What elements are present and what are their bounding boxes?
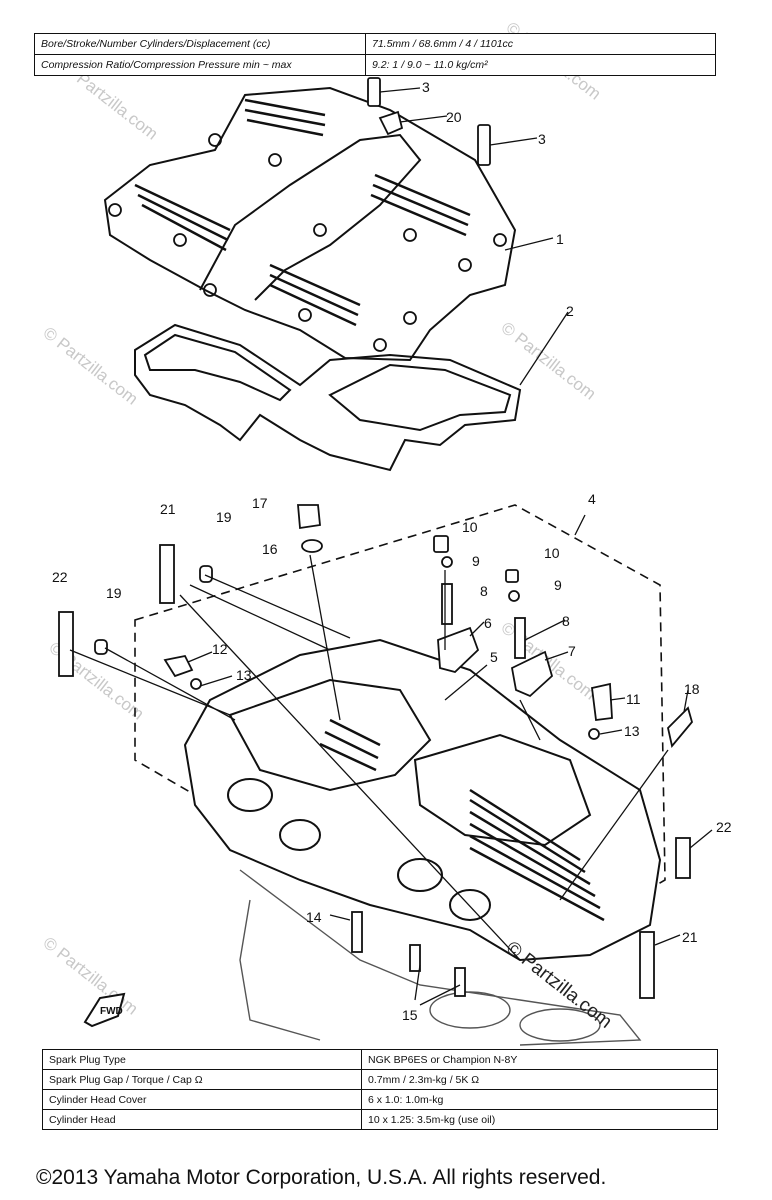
small-parts	[58, 77, 693, 999]
spec-label: Spark Plug Type	[42, 1049, 362, 1070]
callout-2: 2	[566, 303, 574, 319]
callout-19: 19	[106, 585, 122, 601]
callout-3: 3	[422, 79, 430, 95]
callout-14: 14	[306, 909, 322, 925]
callout-13: 13	[624, 723, 640, 739]
callout-7: 7	[568, 643, 576, 659]
callout-6: 6	[484, 615, 492, 631]
spec-label: Bore/Stroke/Number Cylinders/Displacemen…	[34, 33, 366, 55]
callout-11: 11	[626, 691, 641, 707]
fwd-label: FWD	[100, 1006, 123, 1017]
watermark: © Partzilla.com	[498, 318, 600, 404]
callout-1: 1	[556, 231, 564, 247]
callout-10: 10	[544, 545, 560, 561]
spec-label: Cylinder Head Cover	[42, 1089, 362, 1110]
callout-9: 9	[554, 577, 562, 593]
callout-16: 16	[262, 541, 278, 557]
callout-9: 9	[472, 553, 480, 569]
forward-arrow-icon: FWD	[83, 992, 126, 1028]
spec-value: 10 x 1.25: 3.5m-kg (use oil)	[361, 1109, 718, 1130]
watermark: © Partzilla.com	[40, 323, 142, 409]
engine-spec-table: Bore/Stroke/Number Cylinders/Displacemen…	[34, 33, 716, 76]
callout-22: 22	[716, 819, 732, 835]
callout-21: 21	[682, 929, 698, 945]
callout-20: 20	[446, 109, 462, 125]
table-row: Compression Ratio/Compression Pressure m…	[34, 54, 716, 76]
table-row: Cylinder Head Cover 6 x 1.0: 1.0m-kg	[42, 1089, 718, 1110]
callout-8: 8	[562, 613, 570, 629]
callout-18: 18	[684, 681, 700, 697]
callout-19: 19	[216, 509, 232, 525]
callout-12: 12	[212, 641, 228, 657]
spec-value: 9.2: 1 / 9.0 ~ 11.0 kg/cm²	[365, 54, 716, 76]
cylinder-head-cover	[103, 86, 517, 362]
callout-22: 22	[52, 569, 68, 585]
callout-21: 21	[160, 501, 176, 517]
callout-10: 10	[462, 519, 478, 535]
callout-15: 15	[402, 1007, 418, 1023]
copyright-notice: ©2013 Yamaha Motor Corporation, U.S.A. A…	[36, 1166, 607, 1189]
spec-label: Cylinder Head	[42, 1109, 362, 1130]
callout-5: 5	[490, 649, 498, 665]
callout-labels: 3 20 3 1 2 4 21 19 17 16 10 9 8 10 9 8 6…	[52, 79, 732, 1023]
callout-3: 3	[538, 131, 546, 147]
callout-13: 13	[236, 667, 252, 683]
callout-8: 8	[480, 583, 488, 599]
head-cover-gasket	[134, 323, 522, 472]
table-row: Bore/Stroke/Number Cylinders/Displacemen…	[34, 33, 716, 55]
watermark: © Partzilla.com	[40, 933, 142, 1019]
cylinder-head-body	[183, 638, 662, 962]
callout-4: 4	[588, 491, 596, 507]
spec-label: Spark Plug Gap / Torque / Cap Ω	[42, 1069, 362, 1090]
spec-value: NGK BP6ES or Champion N-8Y	[361, 1049, 718, 1070]
spec-value: 0.7mm / 2.3m-kg / 5K Ω	[361, 1069, 718, 1090]
spec-value: 71.5mm / 68.6mm / 4 / 1101cc	[365, 33, 716, 55]
table-row: Cylinder Head 10 x 1.25: 3.5m-kg (use oi…	[42, 1109, 718, 1130]
table-row: Spark Plug Gap / Torque / Cap Ω 0.7mm / …	[42, 1069, 718, 1090]
callout-17: 17	[252, 495, 268, 511]
spec-value: 6 x 1.0: 1.0m-kg	[361, 1089, 718, 1110]
spec-label: Compression Ratio/Compression Pressure m…	[34, 54, 366, 76]
cylinder-block-outline	[239, 869, 642, 1046]
torque-spec-table: Spark Plug Type NGK BP6ES or Champion N-…	[42, 1049, 718, 1130]
leader-lines	[69, 87, 713, 1006]
table-row: Spark Plug Type NGK BP6ES or Champion N-…	[42, 1049, 718, 1070]
